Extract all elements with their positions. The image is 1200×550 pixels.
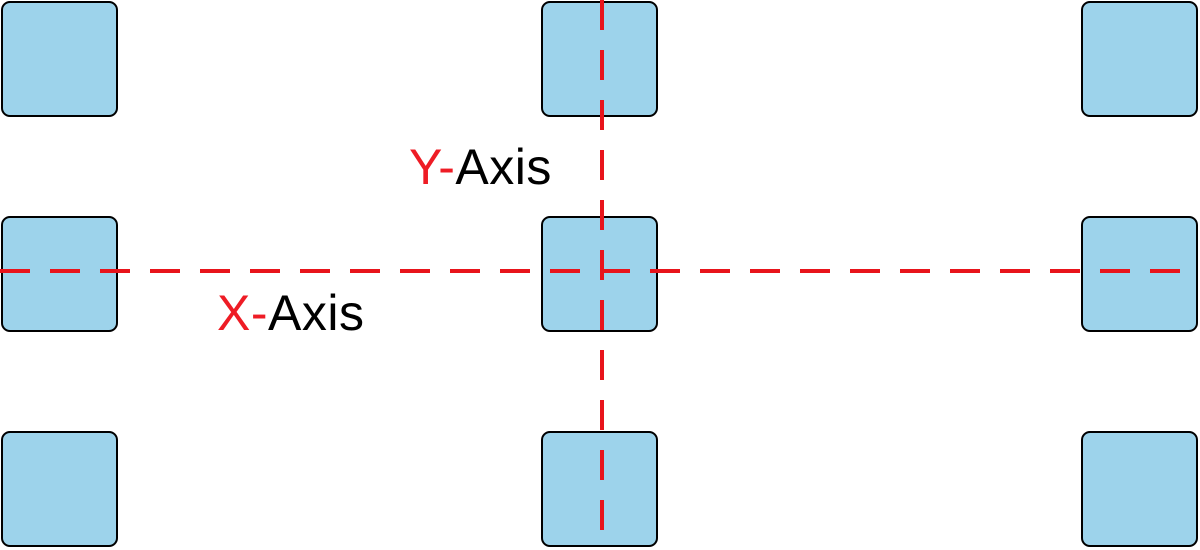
grid-box-r2-c1 xyxy=(1,216,118,332)
grid-box-r3-c2 xyxy=(541,431,658,547)
x-axis-label-word: Axis xyxy=(268,285,365,341)
grid-box-r1-c3 xyxy=(1081,1,1198,117)
grid-box-r1-c2 xyxy=(541,1,658,117)
y-axis-label-prefix: Y- xyxy=(409,139,456,195)
grid-box-r3-c1 xyxy=(1,431,118,547)
grid-box-r3-c3 xyxy=(1081,431,1198,547)
y-axis-label: Y-Axis xyxy=(409,142,552,192)
grid-box-r2-c2 xyxy=(541,216,658,332)
grid-box-r1-c1 xyxy=(1,1,118,117)
grid-box-r2-c3 xyxy=(1081,216,1198,332)
x-axis-label: X-Axis xyxy=(217,288,364,338)
y-axis-label-word: Axis xyxy=(455,139,552,195)
x-axis-label-prefix: X- xyxy=(217,285,268,341)
